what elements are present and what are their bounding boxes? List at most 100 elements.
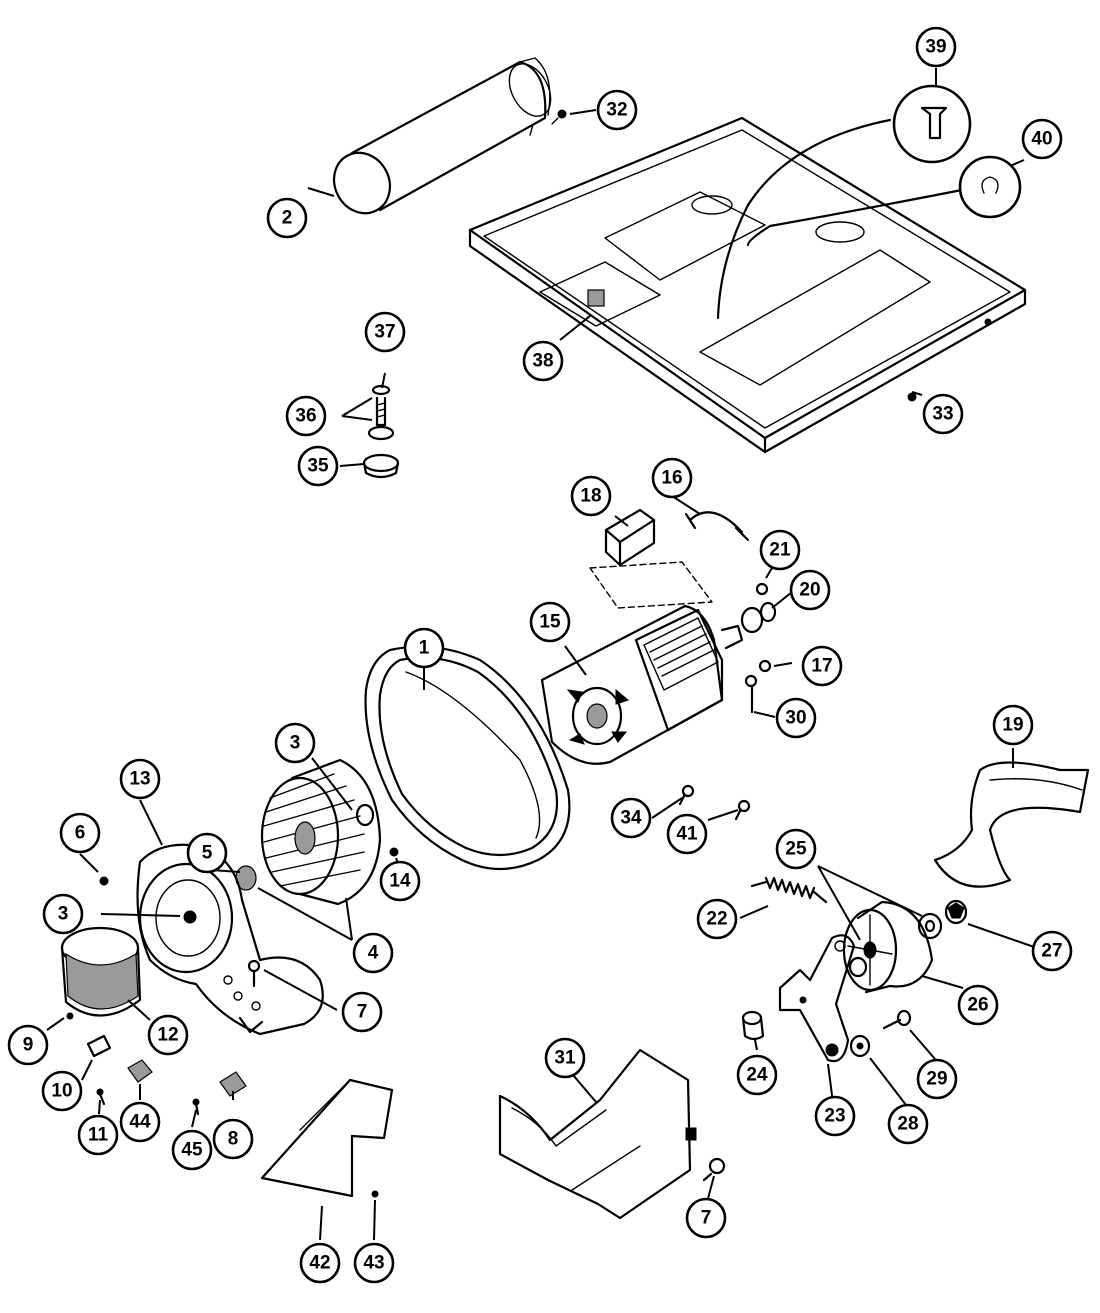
exhaust-duct-42-part [260, 1078, 394, 1198]
callout-7-housing: 7 [341, 991, 383, 1033]
callout-8: 8 [212, 1118, 254, 1160]
clip-bracket-part [684, 511, 750, 542]
callout-38: 38 [522, 340, 564, 382]
callout-label: 40 [1031, 129, 1052, 150]
callout-label: 4 [368, 943, 379, 964]
idler-arm-part [778, 934, 856, 1063]
callout-label: 10 [51, 1081, 72, 1102]
callout-label: 32 [606, 100, 627, 121]
exhaust-duct-part [332, 57, 552, 215]
callout-label: 3 [290, 733, 301, 754]
callout-label: 37 [374, 322, 395, 343]
callout-label: 11 [88, 1125, 109, 1146]
callout-2: 2 [266, 197, 308, 239]
nut-part-28 [849, 1034, 871, 1058]
leader-lines [46, 68, 1038, 1241]
callout-29: 29 [916, 1058, 958, 1100]
drive-motor-part [540, 582, 777, 765]
callout-41: 41 [666, 813, 708, 855]
callout-label: 3 [58, 904, 69, 925]
callout-label: 18 [580, 486, 601, 507]
belt-guard-part [498, 1048, 697, 1220]
screw-part-43 [371, 1190, 379, 1198]
callout-14: 14 [379, 860, 421, 902]
callout-label: 19 [1002, 715, 1023, 736]
callout-33: 33 [922, 393, 964, 435]
callout-label: 23 [824, 1106, 845, 1127]
callout-10: 10 [41, 1070, 83, 1112]
callout-26: 26 [957, 984, 999, 1026]
callout-12: 12 [147, 1014, 189, 1056]
callout-label: 39 [925, 37, 946, 58]
callout-30: 30 [775, 697, 817, 739]
thermostat-part-44 [127, 1059, 153, 1083]
callout-34: 34 [610, 797, 652, 839]
callout-9: 9 [7, 1024, 49, 1066]
callout-37: 37 [364, 311, 406, 353]
callout-7-guard: 7 [685, 1197, 727, 1239]
ground-screw-part [744, 659, 772, 714]
callout-19: 19 [992, 704, 1034, 746]
callout-label: 16 [661, 468, 682, 489]
callout-label: 21 [769, 540, 791, 561]
callout-39: 39 [915, 26, 957, 68]
screw-part-6 [99, 876, 109, 886]
callout-label: 1 [419, 638, 430, 659]
callout-42: 42 [299, 1242, 341, 1284]
callout-31: 31 [544, 1037, 586, 1079]
callout-15: 15 [529, 601, 571, 643]
drum-belt-part [364, 645, 571, 871]
callout-45: 45 [171, 1129, 213, 1171]
callout-3-upper: 3 [274, 722, 316, 764]
idler-spring-part [750, 876, 828, 904]
clip-part-10 [86, 1034, 112, 1058]
blower-wheel-part [260, 758, 382, 906]
callout-6: 6 [59, 812, 101, 854]
washer-part-25b [848, 956, 868, 978]
seal-ring-part [60, 926, 142, 1017]
callout-label: 34 [620, 808, 642, 829]
callout-23: 23 [814, 1095, 856, 1137]
callout-28: 28 [887, 1103, 929, 1145]
callout-label: 17 [811, 656, 832, 677]
screw-part-11 [96, 1088, 106, 1106]
callout-27: 27 [1031, 930, 1073, 972]
callout-label: 5 [202, 843, 213, 864]
callout-label: 28 [897, 1114, 918, 1135]
screw-part-32 [551, 109, 567, 125]
callout-label: 9 [23, 1035, 34, 1056]
washer-part-25a [917, 912, 943, 940]
callout-label: 27 [1041, 941, 1062, 962]
screw-part-34 [678, 784, 695, 806]
screw-part-45 [192, 1098, 200, 1116]
callout-label: 29 [926, 1069, 947, 1090]
callout-label: 38 [532, 351, 553, 372]
callout-32: 32 [596, 89, 638, 131]
callout-43: 43 [353, 1242, 395, 1284]
callout-label: 45 [181, 1140, 203, 1161]
callout-25: 25 [775, 828, 817, 870]
callout-label: 36 [295, 406, 316, 427]
callout-label: 7 [357, 1002, 368, 1023]
callout-label: 20 [799, 580, 820, 601]
drive-belt-part [933, 761, 1090, 888]
callout-44: 44 [119, 1101, 161, 1143]
callout-label: 15 [539, 612, 561, 633]
callout-35: 35 [297, 445, 339, 487]
callout-label: 42 [309, 1253, 330, 1274]
callout-label: 8 [228, 1129, 239, 1150]
callout-40: 40 [1021, 118, 1063, 160]
callout-label: 31 [554, 1048, 576, 1069]
callout-4: 4 [352, 932, 394, 974]
screw-part-41 [734, 799, 751, 821]
callout-label: 43 [363, 1253, 384, 1274]
callout-3-middle: 3 [42, 893, 84, 935]
callout-17: 17 [801, 645, 843, 687]
clip-part-3-upper [355, 803, 375, 827]
callout-21: 21 [759, 529, 801, 571]
screw-part-9 [66, 1012, 74, 1020]
callout-label: 12 [157, 1025, 178, 1046]
callout-18: 18 [570, 475, 612, 517]
callout-label: 14 [389, 871, 411, 892]
